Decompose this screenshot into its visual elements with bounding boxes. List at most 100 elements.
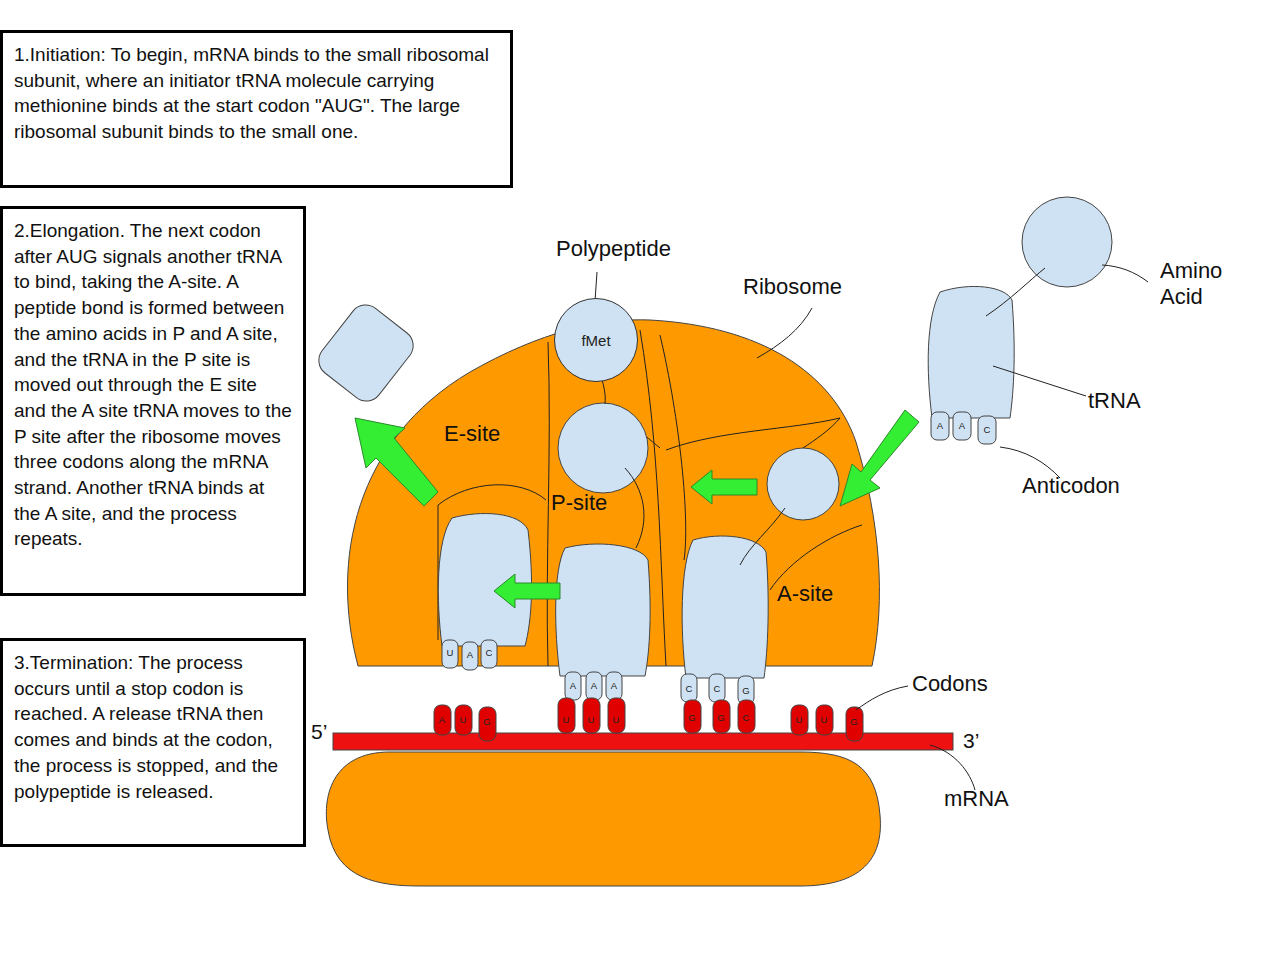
part-label: E-site [444, 421, 500, 447]
codon-tooth [684, 700, 701, 733]
part-label: Anticodon [1022, 473, 1120, 499]
movement-arrow [494, 574, 560, 608]
codon-tooth [434, 705, 451, 735]
base-letter: A [959, 421, 965, 431]
site-divider [666, 418, 840, 450]
base-letter: U [563, 715, 570, 725]
base-letter: U [613, 715, 620, 725]
part-label: Codons [912, 671, 988, 697]
leader-line [856, 686, 908, 710]
leader-line [757, 308, 812, 358]
part-label: Amino Acid [1160, 258, 1232, 311]
anticodon-tooth [462, 642, 478, 670]
base-letter: C [743, 713, 750, 723]
codon-tooth [816, 705, 833, 735]
codon-tooth [713, 700, 730, 733]
bond-line [600, 268, 1045, 565]
codon-tooth [738, 700, 755, 733]
base-letter: G [717, 713, 724, 723]
site-divider [547, 342, 549, 666]
base-letter: C [686, 684, 693, 694]
leader-line [993, 366, 1086, 396]
base-letter: C [714, 684, 721, 694]
codon-tooth [791, 705, 808, 735]
anticodon-tooth [481, 640, 497, 668]
codon-tooth [558, 698, 575, 733]
anticodon-tooth [442, 412, 996, 704]
part-label: Polypeptide [556, 236, 671, 262]
anticodon-tooth [709, 674, 725, 702]
codon-tooth [583, 698, 600, 733]
base-letter: U [796, 715, 803, 725]
anticodon-tooth [931, 412, 949, 440]
base-letter: G [483, 717, 490, 727]
anticodon-tooth [586, 672, 602, 700]
part-label: P-site [551, 490, 607, 516]
step-text: 1.Initiation: To begin, mRNA binds to th… [14, 42, 500, 145]
bond-line [986, 268, 1045, 316]
trna-body [682, 536, 768, 678]
base-letter: G [742, 686, 749, 696]
anticodon-tooth [953, 412, 971, 440]
codon-tooth [846, 707, 863, 741]
trna-body [438, 286, 1014, 678]
small-subunit [326, 752, 880, 886]
part-label: mRNA [944, 786, 1009, 812]
base-letter: G [688, 713, 695, 723]
part-label: A-site [777, 581, 833, 607]
anticodon-tooth [681, 674, 697, 702]
movement-arrow [355, 410, 919, 608]
base-letter: C [486, 648, 493, 658]
part-label: Ribosome [743, 274, 842, 300]
base-letter: A [591, 681, 597, 691]
amino-acid [558, 403, 648, 493]
codon-tooth [434, 698, 863, 741]
released-trna [312, 299, 419, 408]
base-letter: A [570, 681, 576, 691]
movement-arrow [355, 418, 438, 506]
trna-body [556, 544, 650, 676]
anticodon-tooth [442, 640, 458, 668]
step-text: 3.Termination: The process occurs until … [14, 650, 293, 804]
base-letter: U [447, 648, 454, 658]
base-letter: G [850, 717, 857, 727]
codon-tooth [479, 707, 496, 741]
amino-acid-name: fMet [581, 332, 610, 349]
bond-line [625, 468, 644, 548]
leader-line [594, 265, 1148, 790]
anticodon-tooth [978, 416, 996, 444]
site-divider [770, 525, 862, 590]
step-box: 2.Elongation. The next codon after AUG s… [0, 206, 306, 596]
leader-line [1102, 265, 1148, 282]
bond-line [803, 418, 840, 448]
amino-acid [767, 448, 839, 520]
trna-body [438, 514, 531, 646]
step-box: 3.Termination: The process occurs until … [0, 638, 306, 847]
base-letter: A [937, 421, 943, 431]
base-letter: C [984, 425, 991, 435]
base-letter: A [611, 681, 617, 691]
base-letter: A [467, 650, 473, 660]
step-text: 2.Elongation. The next codon after AUG s… [14, 218, 293, 552]
base-letter: U [588, 715, 595, 725]
anticodon-tooth [565, 672, 581, 700]
anticodon-tooth [606, 672, 622, 700]
base-letter: A [439, 715, 445, 725]
trna-body [928, 286, 1014, 418]
bond-line [740, 508, 785, 565]
base-letter: U [460, 715, 467, 725]
movement-arrow [691, 470, 757, 504]
part-label: tRNA [1088, 388, 1141, 414]
codon-tooth [608, 698, 625, 733]
part-label: 3’ [963, 728, 979, 753]
base-letter: U [821, 715, 828, 725]
codon-tooth [455, 705, 472, 735]
part-label: 5’ [311, 719, 327, 744]
movement-arrow [840, 410, 919, 506]
step-box: 1.Initiation: To begin, mRNA binds to th… [0, 30, 513, 188]
amino-acid-circle: fMet [554, 298, 638, 382]
amino-acid [1022, 197, 1112, 287]
site-divider [438, 485, 546, 505]
